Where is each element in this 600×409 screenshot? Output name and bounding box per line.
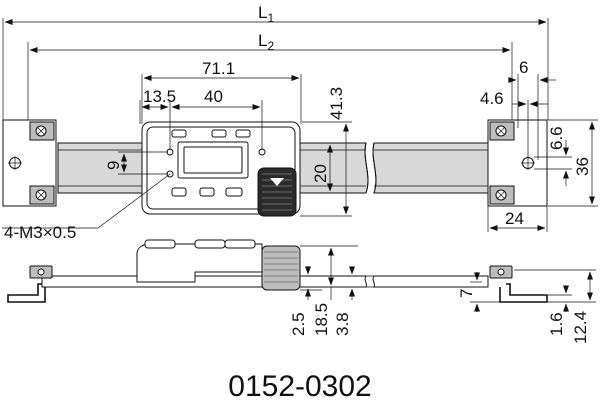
dim-6-6: 6.6: [534, 126, 572, 186]
dim-13-5-and-40: 13.5 40: [139, 87, 263, 150]
dim-label-3-8: 3.8: [333, 312, 352, 336]
dim-side-left: 2.5 18.5 3.8: [289, 245, 392, 336]
dim-label-40: 40: [204, 87, 223, 106]
dim-7: 7: [457, 272, 500, 312]
dim-label-1-6: 1.6: [547, 312, 566, 336]
display-head: [141, 121, 301, 217]
dim-label-7: 7: [457, 289, 476, 298]
dim-label-36: 36: [573, 157, 592, 176]
dim-label-71-1: 71.1: [202, 59, 235, 78]
dim-side-right: 1.6 12.4: [514, 269, 596, 344]
dim-36: 36: [548, 119, 598, 207]
dim-label-l1: L1: [258, 3, 274, 25]
dim-label-6: 6: [519, 58, 528, 77]
dim-label-24: 24: [505, 209, 524, 228]
dim-label-12-4: 12.4: [571, 311, 590, 344]
dim-label-9: 9: [104, 161, 123, 170]
dim-41-3: 41.3: [300, 87, 352, 217]
dim-l2: L2: [27, 31, 513, 120]
dim-71-1: 71.1: [141, 59, 302, 124]
dim-label-18-5: 18.5: [312, 303, 331, 336]
dim-24: 24: [487, 206, 548, 232]
dim-9: 9: [104, 151, 168, 175]
end-block-right: [487, 119, 548, 207]
callout-thread-label: 4-M3×0.5: [4, 223, 76, 242]
dim-label-13-5: 13.5: [143, 87, 176, 106]
model-number: 0152-0302: [228, 370, 371, 403]
dim-label-41-3: 41.3: [327, 87, 346, 120]
dim-l1: L1: [2, 3, 549, 120]
end-block-left: [2, 119, 57, 207]
dim-label-2-5: 2.5: [289, 312, 308, 336]
dim-label-6-6: 6.6: [547, 126, 566, 150]
thread-callout: 4-M3×0.5: [2, 173, 171, 242]
dim-label-l2: L2: [258, 31, 274, 53]
dim-4-6: 4.6: [480, 89, 548, 158]
dim-6: 6: [508, 58, 556, 160]
dim-label-20: 20: [311, 164, 330, 183]
dim-20: 20: [302, 142, 336, 194]
dim-label-4-6: 4.6: [480, 89, 504, 108]
